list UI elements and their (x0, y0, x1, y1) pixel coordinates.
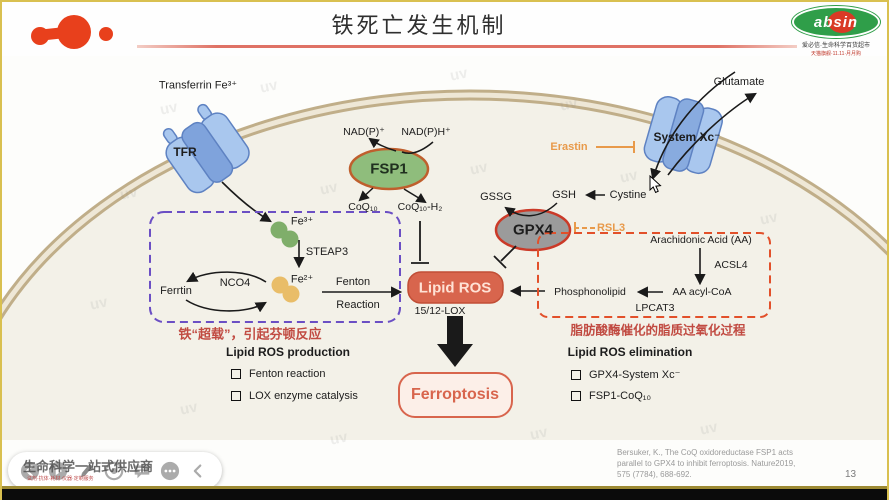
nadp-arrow (368, 137, 397, 152)
lipid-peroxidation-box (537, 232, 771, 318)
mouse-cursor (649, 174, 662, 194)
nco4-cycle-top-arrow (186, 271, 267, 283)
caption-lipid-peroxidation: 脂肪酸酶催化的脂质过氧化过程 (570, 323, 746, 338)
tfr-to-fe3-arrow (221, 181, 272, 223)
label-gssg: GSSG (480, 191, 512, 203)
tfr-protein (162, 103, 250, 194)
bottom-black-bar (0, 489, 889, 500)
brand-logo-molecule (31, 15, 113, 49)
label-rsl3: RSL3 (596, 222, 626, 234)
gpx4-inhibition (493, 245, 517, 269)
citation-line: parallel to GPX4 to inhibit ferroptosis.… (617, 459, 796, 468)
checkbox-icon (231, 369, 241, 379)
collapse-icon[interactable] (188, 461, 208, 481)
bottom-gold-line (0, 486, 889, 489)
gpx4-enzyme (494, 208, 572, 252)
more-icon[interactable] (160, 461, 180, 481)
label-fe3: Fe³⁺ (290, 215, 314, 228)
label-aa-acyl: AA acyl-CoA (672, 286, 732, 298)
label-nadph: NAD(P)H⁺ (401, 126, 451, 138)
page-number: 13 (845, 469, 857, 480)
label-ferroptosis: Ferroptosis (410, 386, 500, 403)
label-reaction: Reaction (336, 299, 380, 311)
caption-iron-overload: 铁“超载”，引起芬顿反应 (178, 326, 322, 342)
label-gpx4: GPX4 (512, 221, 554, 239)
label-fenton: Fenton (335, 276, 371, 288)
citation-line: Bersuker, K., The CoQ oxidoreductase FSP… (617, 448, 793, 457)
absin-logo-ellipse: absin (792, 6, 880, 38)
label-acsl4: ACSL4 (714, 259, 748, 271)
absin-logo-red-blob (828, 11, 856, 33)
list-item-lox-catalysis: LOX enzyme catalysis (231, 390, 358, 402)
list-item-fenton-reaction: Fenton reaction (231, 368, 325, 380)
label-erastin: Erastin (550, 141, 588, 153)
cystine-import-arrow (650, 71, 736, 181)
absin-subslogan: 天猫旗舰·11.11·月月购 (810, 51, 862, 57)
absin-logo: absin 爱必信·生命科学百货超市 天猫旗舰·11.11·月月购 (788, 6, 884, 57)
label-phosphonolipid: Phosphonolipid (554, 286, 626, 298)
label-fe2: Fe²⁺ (290, 273, 314, 286)
label-transferrin: Transferrin Fe³⁺ (158, 79, 238, 92)
big-down-arrow (437, 316, 473, 367)
page-title: 铁死亡发生机制 (331, 13, 507, 38)
list-title-production: Lipid ROS production (226, 345, 350, 359)
checkbox-icon (231, 391, 241, 401)
back-icon[interactable] (20, 461, 40, 481)
coq10-arrow (358, 187, 374, 202)
coq10h2-arrow (403, 188, 427, 204)
play-icon[interactable] (48, 461, 68, 481)
label-system-xc: System Xc⁻ (653, 130, 721, 144)
erastin-inhibition (596, 141, 635, 153)
lipid-ros-box (407, 271, 504, 304)
label-steap3: STEAP3 (305, 246, 349, 258)
label-cystine: Cystine (609, 189, 647, 201)
citation-text: Bersuker, K., The CoQ oxidoreductase FSP… (617, 447, 857, 480)
label-lox: 15/12-LOX (414, 305, 466, 317)
checkbox-icon (571, 391, 581, 401)
label-coq10: CoQ₁₀ (348, 201, 378, 213)
pointer-icon[interactable] (104, 461, 124, 481)
label-fsp1: FSP1 (370, 160, 408, 178)
cell-membrane (0, 89, 889, 440)
absin-logo-wordmark: absin (813, 13, 859, 31)
list-item-fsp1-coq10: FSP1-CoQ₁₀ (571, 390, 651, 402)
slide-header: 铁死亡发生机制 absin 爱必信·生命科学百货超市 天猫旗舰·11.11·月月… (0, 0, 889, 57)
iron-overload-box (149, 211, 401, 323)
label-nadp: NAD(P)⁺ (343, 126, 385, 138)
glutamate-export-arrow (667, 92, 757, 176)
pathway-diagram-canvas (0, 71, 889, 440)
label-ferritin: Ferrtin (160, 285, 192, 297)
fe2-blob (271, 276, 300, 303)
gsh-to-gssg-arrow (504, 202, 558, 218)
title-divider (137, 45, 797, 48)
label-coq10h2: CoQ₁₀-H₂ (397, 201, 443, 213)
fe3-blob (270, 221, 299, 248)
pencil-icon[interactable] (76, 461, 96, 481)
label-lipid-ros: Lipid ROS (418, 279, 492, 297)
absin-slogan: 爱必信·生命科学百货超市 (802, 43, 870, 49)
label-nco4: NCO4 (219, 277, 251, 289)
label-gsh: GSH (552, 189, 576, 201)
label-tfr: TFR (173, 145, 197, 159)
label-lpcat3: LPCAT3 (635, 302, 675, 314)
label-glutamate: Glutamate (713, 76, 765, 88)
comment-icon[interactable] (132, 461, 152, 481)
list-title-elimination: Lipid ROS elimination (567, 345, 693, 359)
nco4-cycle-bottom-arrow (185, 299, 267, 313)
ferroptosis-box (398, 372, 513, 418)
label-arachidonic: Arachidonic Acid (AA) (650, 234, 752, 246)
system-xc-protein (643, 96, 723, 175)
coq10h2-inhibition (411, 221, 429, 264)
player-toolbar (8, 452, 222, 489)
nadph-curve (401, 141, 434, 154)
citation-line: 575 (7784), 688-692. (617, 470, 692, 479)
checkbox-icon (571, 369, 581, 380)
list-item-gpx4-system-xc: GPX4-System Xc⁻ (571, 368, 680, 381)
